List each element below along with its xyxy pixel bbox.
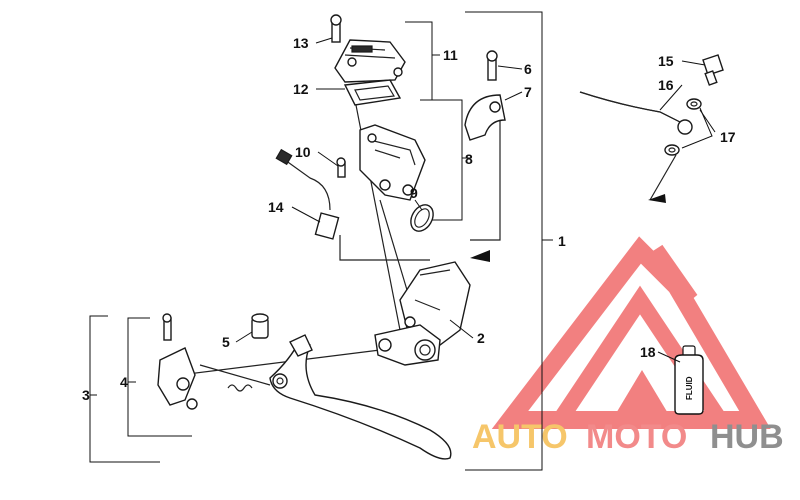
callout-17: 17 [720, 129, 736, 145]
callout-18: 18 [640, 344, 656, 360]
callout-13: 13 [293, 35, 309, 51]
direction-arrow-1 [470, 250, 490, 262]
banjo-bolt-15 [702, 54, 724, 86]
brake-hose-16 [579, 91, 693, 135]
bracket-1 [465, 11, 553, 471]
master-cylinder-body [374, 261, 471, 366]
screw-10 [336, 157, 346, 178]
assembly-guide-lines [169, 99, 501, 386]
crush-washers-17 [664, 98, 702, 156]
bracket-17 [681, 107, 713, 149]
direction-arrow-2 [648, 194, 666, 203]
reservoir-diaphragm [343, 79, 402, 106]
watermark-text: AUTO MOTO HUB [472, 418, 784, 456]
callout-leaders [235, 37, 716, 363]
watermark-hub: HUB [710, 418, 784, 456]
clamp-7 [464, 94, 506, 141]
callout-11: 11 [443, 47, 458, 63]
callout-16: 16 [658, 77, 674, 93]
bracket-11 [405, 21, 440, 101]
callout-12: 12 [293, 81, 309, 97]
callout-7: 7 [524, 84, 532, 100]
watermark-auto: AUTO [472, 418, 568, 456]
spring [227, 384, 253, 392]
reservoir-body [359, 124, 426, 201]
bottle-label: FLUID [685, 376, 694, 400]
watermark-moto: MOTO [586, 418, 687, 456]
hose-guide-line [649, 154, 677, 201]
bolt-6 [486, 50, 498, 81]
bracket-4 [127, 317, 192, 437]
callout-9: 9 [410, 185, 418, 201]
switch-wire-14 [275, 148, 340, 240]
switch-bracket-4 [157, 313, 198, 410]
callout-14: 14 [268, 199, 284, 215]
callout-5: 5 [222, 334, 230, 350]
bracket-8 [420, 99, 470, 221]
callout-8: 8 [465, 151, 473, 167]
fluid-bottle-18: FLUID [674, 345, 704, 415]
bushing-5 [251, 313, 269, 339]
callout-3: 3 [82, 387, 90, 403]
o-ring-9 [410, 204, 434, 232]
callout-numbers: 1 2 3 4 5 6 7 8 9 10 11 12 13 14 15 16 1… [82, 35, 736, 403]
screw-13 [330, 14, 342, 43]
watermark-logo-triangles [491, 236, 771, 429]
callout-4: 4 [120, 374, 128, 390]
callout-6: 6 [524, 61, 532, 77]
callout-1: 1 [558, 233, 566, 249]
callout-10: 10 [295, 144, 311, 160]
brake-lever [269, 334, 452, 460]
callout-15: 15 [658, 53, 674, 69]
callout-2: 2 [477, 330, 485, 346]
reservoir-cover [334, 39, 406, 83]
bracket-3 [89, 315, 160, 463]
